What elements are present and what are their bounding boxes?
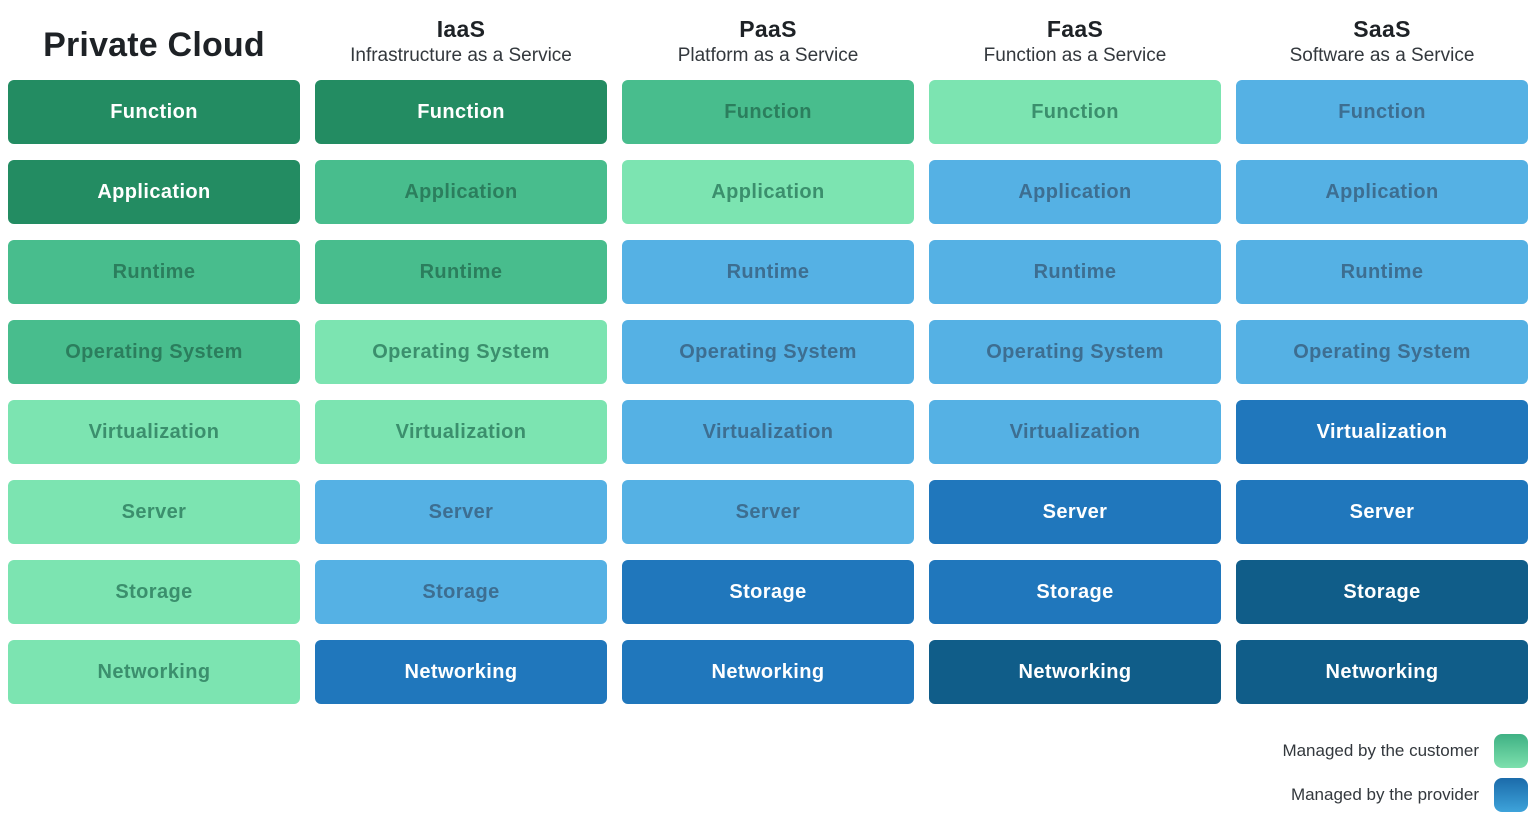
cell-faas-server: Server (929, 480, 1221, 544)
cell-faas-virtualization: Virtualization (929, 400, 1221, 464)
customer-green-swatch (1494, 734, 1528, 768)
legend-item: Managed by the customer (1282, 734, 1528, 768)
cell-saas-runtime: Runtime (1236, 240, 1528, 304)
cell-paas-networking: Networking (622, 640, 914, 704)
column-title: PaaS (739, 15, 797, 42)
legend-item: Managed by the provider (1282, 778, 1528, 812)
cell-paas-function: Function (622, 80, 914, 144)
cell-iaas-operating-system: Operating System (315, 320, 607, 384)
cell-paas-application: Application (622, 160, 914, 224)
service-stack-grid: Private Cloud IaaS Infrastructure as a Ser… (8, 0, 1528, 704)
cell-saas-function: Function (1236, 80, 1528, 144)
cell-private-cloud-function: Function (8, 80, 300, 144)
cell-saas-networking: Networking (1236, 640, 1528, 704)
legend-label: Managed by the provider (1290, 785, 1479, 804)
column-subtitle: Software as a Service (1289, 45, 1475, 67)
cell-faas-storage: Storage (929, 560, 1221, 624)
cell-private-cloud-application: Application (8, 160, 300, 224)
cell-saas-server: Server (1236, 480, 1528, 544)
cell-faas-application: Application (929, 160, 1221, 224)
column-header-private-cloud: Private Cloud (8, 0, 300, 80)
cell-paas-storage: Storage (622, 560, 914, 624)
cell-faas-networking: Networking (929, 640, 1221, 704)
column-header-saas: SaaS Software as a Service (1236, 0, 1528, 80)
column-header-faas: FaaS Function as a Service (929, 0, 1221, 80)
column-subtitle: Infrastructure as a Service (350, 45, 572, 67)
cell-iaas-runtime: Runtime (315, 240, 607, 304)
column-subtitle: Platform as a Service (677, 45, 859, 67)
provider-blue-swatch (1494, 778, 1528, 812)
cell-saas-storage: Storage (1236, 560, 1528, 624)
cell-iaas-function: Function (315, 80, 607, 144)
column-subtitle: Function as a Service (983, 45, 1167, 67)
cell-private-cloud-runtime: Runtime (8, 240, 300, 304)
column-title: IaaS (436, 15, 486, 42)
cell-faas-function: Function (929, 80, 1221, 144)
cell-saas-virtualization: Virtualization (1236, 400, 1528, 464)
cell-iaas-virtualization: Virtualization (315, 400, 607, 464)
cell-saas-operating-system: Operating System (1236, 320, 1528, 384)
column-title: Private Cloud (43, 25, 265, 64)
cell-saas-application: Application (1236, 160, 1528, 224)
cell-paas-runtime: Runtime (622, 240, 914, 304)
legend-label: Managed by the customer (1282, 741, 1479, 760)
cell-iaas-networking: Networking (315, 640, 607, 704)
cell-iaas-server: Server (315, 480, 607, 544)
cell-faas-runtime: Runtime (929, 240, 1221, 304)
cell-faas-operating-system: Operating System (929, 320, 1221, 384)
cell-iaas-storage: Storage (315, 560, 607, 624)
cell-paas-virtualization: Virtualization (622, 400, 914, 464)
cell-private-cloud-virtualization: Virtualization (8, 400, 300, 464)
cell-paas-server: Server (622, 480, 914, 544)
column-header-paas: PaaS Platform as a Service (622, 0, 914, 80)
cell-paas-operating-system: Operating System (622, 320, 914, 384)
cell-iaas-application: Application (315, 160, 607, 224)
column-title: SaaS (1353, 15, 1411, 42)
cell-private-cloud-networking: Networking (8, 640, 300, 704)
cell-private-cloud-server: Server (8, 480, 300, 544)
column-header-iaas: IaaS Infrastructure as a Service (315, 0, 607, 80)
cell-private-cloud-operating-system: Operating System (8, 320, 300, 384)
column-title: FaaS (1046, 15, 1104, 42)
cell-private-cloud-storage: Storage (8, 560, 300, 624)
